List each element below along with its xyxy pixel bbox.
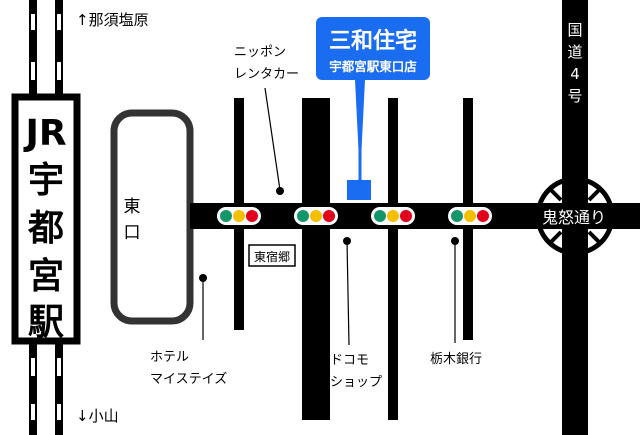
station-name: JR 宇 都 宮 駅 bbox=[22, 113, 66, 343]
route-4-char: 国 bbox=[567, 21, 582, 39]
direction-north-label: ↑那須塩原 bbox=[76, 11, 149, 29]
east-exit-label: 口 bbox=[124, 223, 141, 243]
railway bbox=[29, 0, 63, 435]
traffic-light bbox=[217, 207, 261, 225]
station-char: 宇 bbox=[28, 160, 64, 201]
station-line: JR bbox=[22, 113, 66, 154]
green-light bbox=[451, 210, 463, 222]
route-4-char: 道 bbox=[567, 43, 582, 61]
store-branch: 宇都宮駅東口店 bbox=[329, 59, 417, 74]
station-char: 都 bbox=[27, 208, 64, 249]
landmarks: ニッポン レンタカー 東宿郷 ホテル マイステイズ ドコモ ショップ 栃木銀行 bbox=[150, 45, 482, 390]
higashi-shukugo-label: 東宿郷 bbox=[254, 249, 290, 264]
yellow-light bbox=[464, 210, 476, 222]
red-light bbox=[477, 210, 489, 222]
traffic-light bbox=[294, 207, 338, 225]
traffic-light bbox=[448, 207, 492, 225]
hotel-label: ホテル bbox=[150, 350, 189, 365]
green-light bbox=[297, 210, 309, 222]
yellow-light bbox=[233, 210, 245, 222]
store-brand: 三和住宅 bbox=[329, 28, 417, 54]
major-intersection bbox=[535, 176, 615, 256]
route-4-label: 国 道 4 号 bbox=[567, 21, 582, 105]
rental-car-dot bbox=[276, 187, 284, 195]
jr-station-building bbox=[11, 93, 81, 345]
traffic-lights bbox=[217, 207, 492, 225]
store-location-marker[interactable] bbox=[347, 180, 371, 200]
red-light bbox=[323, 210, 335, 222]
traffic-light bbox=[371, 207, 415, 225]
route-4-char: 号 bbox=[567, 87, 582, 105]
red-light bbox=[400, 210, 412, 222]
route-4-char: 4 bbox=[570, 65, 580, 83]
station-char: 宮 bbox=[28, 256, 64, 297]
store-pointer bbox=[355, 80, 365, 180]
hotel-label: マイステイズ bbox=[150, 371, 227, 387]
rental-car-label: ニッポン bbox=[234, 45, 286, 60]
direction-south-label: ↓小山 bbox=[76, 407, 119, 425]
east-exit-rotary bbox=[110, 109, 194, 325]
green-light bbox=[220, 210, 232, 222]
docomo-label: ショップ bbox=[330, 375, 382, 390]
bank-label: 栃木銀行 bbox=[430, 352, 482, 367]
kinu-street-label: 鬼怒通り bbox=[542, 208, 606, 227]
east-exit-label: 東 bbox=[124, 197, 141, 217]
green-light bbox=[374, 210, 386, 222]
rental-car-label: レンタカー bbox=[234, 67, 299, 82]
station-char: 駅 bbox=[28, 302, 64, 343]
docomo-label: ドコモ bbox=[330, 353, 369, 368]
yellow-light bbox=[310, 210, 322, 222]
yellow-light bbox=[387, 210, 399, 222]
higashi-shukugo-box bbox=[248, 244, 296, 267]
store-callout[interactable] bbox=[316, 17, 430, 80]
red-light bbox=[246, 210, 258, 222]
